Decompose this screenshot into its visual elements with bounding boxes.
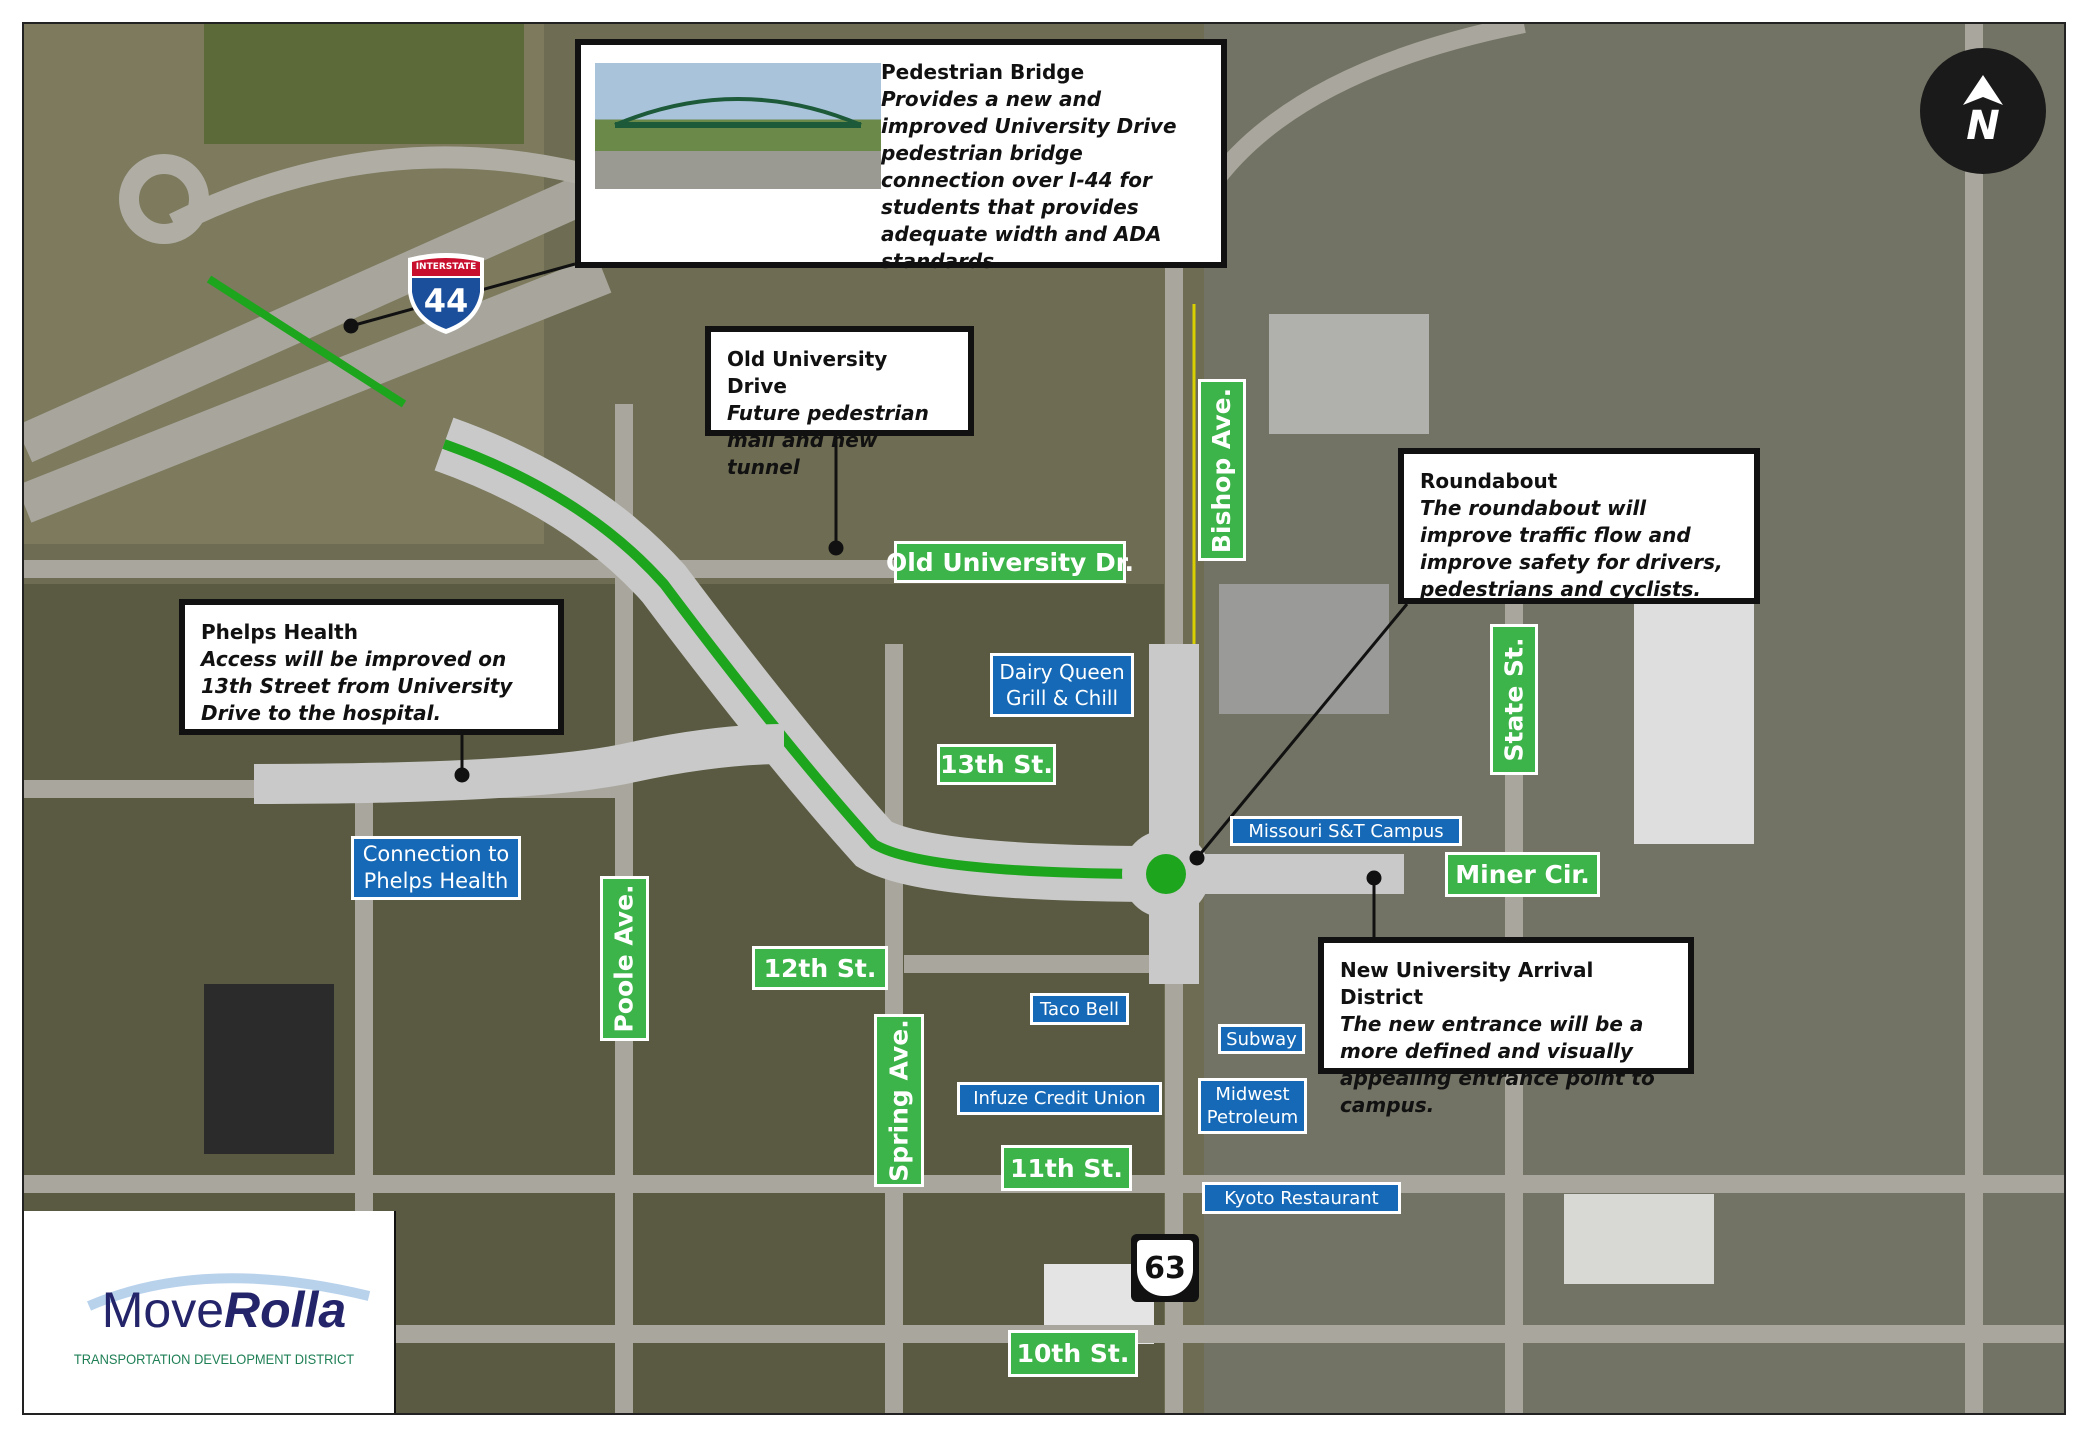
label-line: Grill & Chill xyxy=(1005,686,1118,710)
callout-description: Future pedestrian mall and new tunnel xyxy=(727,401,929,479)
label-subway: Subway xyxy=(1218,1024,1305,1054)
label-text: Bishop Ave. xyxy=(1207,387,1237,553)
pedestrian-bridge-callout: Pedestrian Bridge Provides a new and imp… xyxy=(575,39,1227,273)
label-campus: Missouri S&T Campus xyxy=(1230,816,1462,846)
us-shield-icon: 63 xyxy=(1137,1240,1193,1296)
shield-number: 44 xyxy=(423,282,469,320)
label-old-university-dr: Old University Dr. xyxy=(886,541,1134,583)
logo-swoosh-icon xyxy=(87,1273,371,1311)
shield-top-text: INTERSTATE xyxy=(415,262,477,272)
moverolla-logo: MoveRolla TRANSPORTATION DEVELOPMENT DIS… xyxy=(24,1211,396,1413)
bridge-photo xyxy=(595,63,881,189)
logo-name-move: Move xyxy=(101,1282,224,1338)
label-miner-cir: Miner Cir. xyxy=(1445,852,1600,897)
north-arrow: N xyxy=(1920,48,2046,174)
callout-title: Pedestrian Bridge xyxy=(881,60,1085,84)
callout-title: Old University Drive xyxy=(727,347,888,398)
interstate-shield-icon xyxy=(408,253,484,334)
label-12th-st: 12th St. xyxy=(752,946,888,990)
logo-name-rolla: Rolla xyxy=(224,1282,347,1338)
callout-title: New University Arrival District xyxy=(1340,958,1594,1009)
label-line: Connection to xyxy=(362,842,510,866)
callout-description: The new entrance will be a more defined … xyxy=(1340,1012,1655,1117)
callout-description: Access will be improved on 13th Street f… xyxy=(201,647,513,725)
label-text: Spring Ave. xyxy=(884,1019,914,1182)
logo-tagline: TRANSPORTATION DEVELOPMENT DISTRICT xyxy=(73,1351,355,1367)
label-infuze: Infuze Credit Union xyxy=(957,1082,1162,1115)
callout-title: Phelps Health xyxy=(201,620,358,644)
label-11th-st: 11th St. xyxy=(1001,1145,1132,1191)
label-line: Dairy Queen xyxy=(999,660,1125,684)
label-line: Midwest xyxy=(1215,1084,1290,1105)
arrival-district-callout: New University Arrival District The new … xyxy=(1318,937,1694,1117)
label-taco-bell: Taco Bell xyxy=(1030,993,1129,1025)
label-10th-st: 10th St. xyxy=(1008,1330,1138,1377)
label-spring-ave: Spring Ave. xyxy=(874,1014,924,1187)
roundabout-callout: Roundabout The roundabout will improve t… xyxy=(1398,448,1760,604)
label-line: Petroleum xyxy=(1206,1107,1299,1128)
phelps-health-callout: Phelps Health Access will be improved on… xyxy=(179,599,564,735)
callout-title: Roundabout xyxy=(1420,469,1558,493)
label-13th-st: 13th St. xyxy=(937,744,1056,785)
aerial-map: Pedestrian Bridge Provides a new and imp… xyxy=(22,22,2066,1415)
north-label: N xyxy=(1966,103,2000,149)
callout-description: Provides a new and improved University D… xyxy=(881,87,1177,273)
label-poole-ave: Poole Ave. xyxy=(600,876,649,1041)
north-arrow-icon xyxy=(1963,75,2003,105)
shield-number: 63 xyxy=(1144,1250,1186,1286)
label-phelps-connection: Connection to Phelps Health xyxy=(351,836,521,900)
callout-description: The roundabout will improve traffic flow… xyxy=(1420,496,1723,601)
old-university-callout: Old University Drive Future pedestrian m… xyxy=(705,326,974,479)
label-line: Phelps Health xyxy=(363,869,509,893)
label-text: Poole Ave. xyxy=(610,884,640,1033)
us-63-shield: 63 xyxy=(1131,1234,1199,1302)
label-state-st: State St. xyxy=(1490,624,1538,775)
label-kyoto: Kyoto Restaurant xyxy=(1202,1182,1401,1214)
label-bishop-ave: Bishop Ave. xyxy=(1198,379,1246,561)
label-text: State St. xyxy=(1499,637,1529,762)
interstate-44-shield: INTERSTATE 44 xyxy=(404,252,488,336)
bridge-arch-icon xyxy=(614,97,862,128)
